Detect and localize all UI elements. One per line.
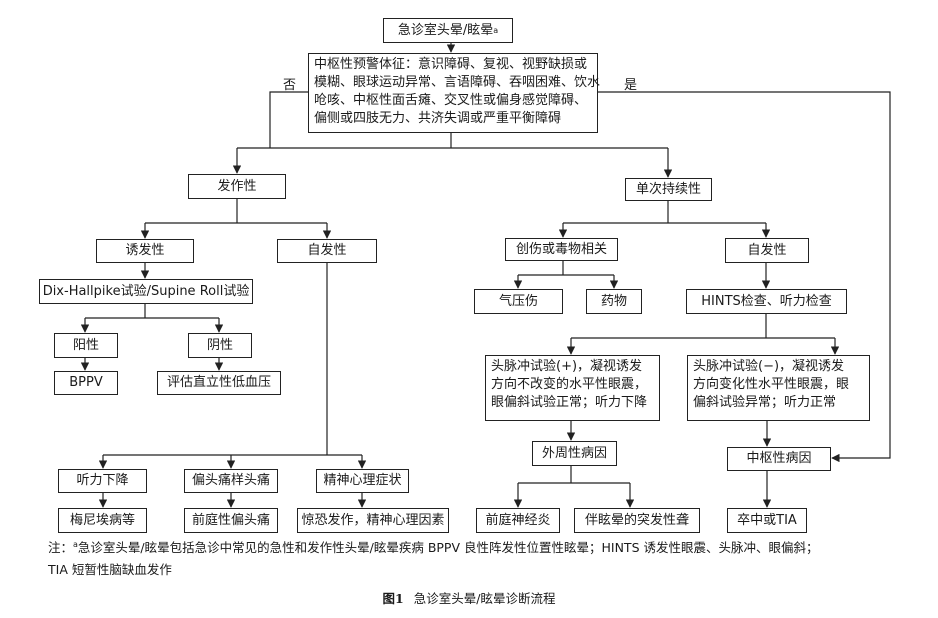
label-yes: 是	[624, 78, 638, 93]
node-bppv: BPPV	[54, 371, 118, 395]
node-peripheral-criteria: 头脉冲试验(+)，凝视诱发 方向不改变的水平性眼震， 眼偏斜试验正常；听力下降	[485, 355, 660, 421]
node-spontaneous-left: 自发性	[277, 239, 377, 263]
node-meniere: 梅尼埃病等	[58, 508, 147, 533]
node-trauma-toxic: 创伤或毒物相关	[505, 238, 618, 261]
node-triggered: 诱发性	[96, 239, 194, 263]
arrow-no-branch	[269, 91, 308, 148]
node-dix-hallpike: Dix-Hallpike试验/Supine Roll试验	[39, 279, 253, 304]
node-orthostatic-hypotension: 评估直立性低血压	[157, 371, 281, 395]
node-central-criteria: 头脉冲试验(−)，凝视诱发 方向变化性水平性眼震，眼 偏斜试验异常；听力正常	[687, 355, 870, 421]
node-negative: 阴性	[188, 333, 252, 358]
node-hints-exam: HINTS检查、听力检查	[686, 289, 847, 314]
node-central-warning-signs: 中枢性预警体征：意识障碍、复视、视野缺损或 模糊、眼球运动异常、言语障碍、吞咽困…	[308, 53, 600, 133]
footnote-line-2: TIA 短暂性脑缺血发作	[48, 562, 172, 577]
footnote: 注：a急诊室头晕/眩晕包括急诊中常见的急性和发作性头晕/眩晕疾病 BPPV 良性…	[48, 539, 819, 555]
node-vestibular-migraine: 前庭性偏头痛	[184, 508, 278, 533]
node-episodic: 发作性	[188, 174, 286, 199]
arrow-yes-branch	[598, 91, 891, 463]
node-spontaneous-right: 自发性	[725, 238, 809, 263]
node-hearing-loss: 听力下降	[58, 469, 147, 493]
node-vestibular-neuritis: 前庭神经炎	[476, 508, 560, 533]
node-panic: 惊恐发作，精神心理因素	[297, 508, 449, 533]
node-central-cause: 中枢性病因	[727, 447, 831, 471]
node-stroke-tia: 卒中或TIA	[727, 508, 807, 533]
node-peripheral-cause: 外周性病因	[532, 441, 617, 466]
label-no: 否	[283, 78, 297, 93]
node-psychiatric-symptoms: 精神心理症状	[316, 469, 409, 493]
node-drug: 药物	[586, 289, 642, 314]
node-sudden-deafness: 伴眩晕的突发性聋	[574, 508, 700, 533]
footnote-mark: a	[73, 539, 78, 549]
node-single-persistent: 单次持续性	[625, 178, 712, 201]
node-migraine-headache: 偏头痛样头痛	[184, 469, 278, 493]
node-positive: 阳性	[54, 333, 118, 358]
node-barotrauma: 气压伤	[474, 289, 563, 314]
